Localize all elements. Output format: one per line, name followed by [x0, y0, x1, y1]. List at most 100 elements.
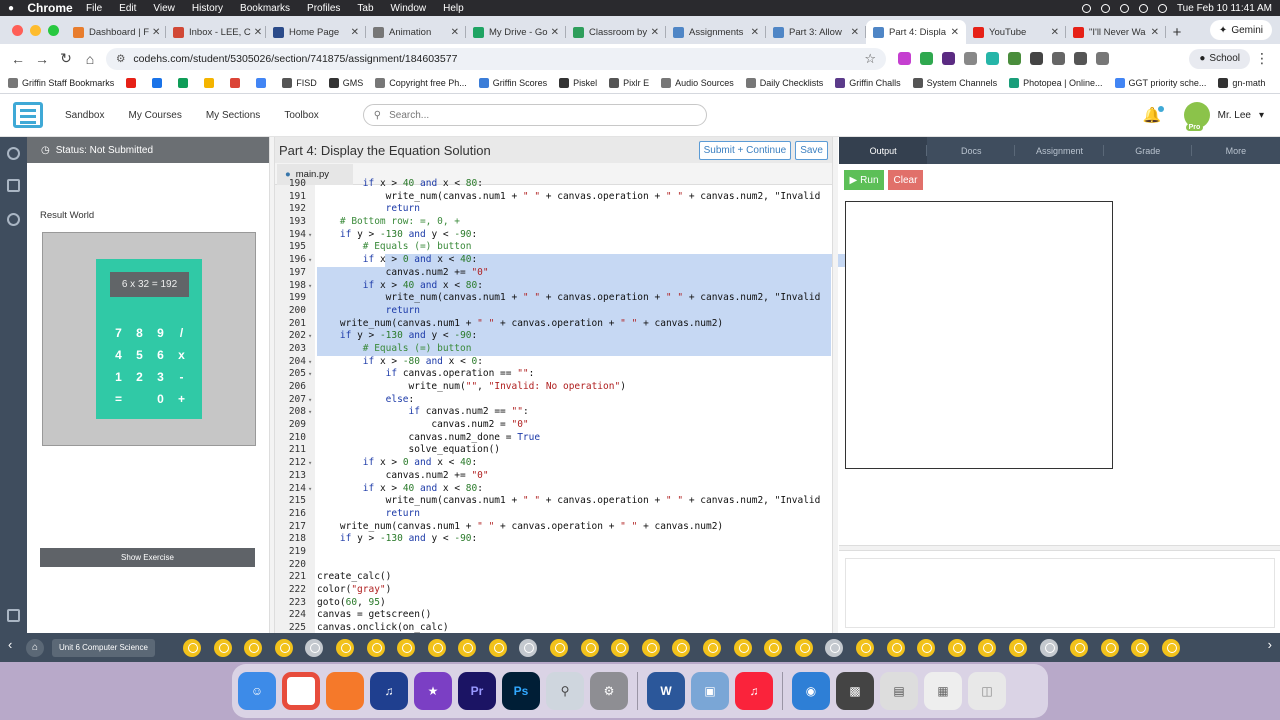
code-line[interactable]: 219 — [275, 546, 838, 559]
apple-icon[interactable]: ● — [8, 2, 15, 14]
lightbulb-icon[interactable] — [856, 638, 874, 657]
code-line[interactable]: 215 write_num(canvas.num1 + " " + canvas… — [275, 495, 838, 508]
bookmark-star-icon[interactable]: ☆ — [864, 50, 876, 66]
code-line[interactable]: 208▾ if canvas.num2 == "": — [275, 406, 838, 419]
close-tab-icon[interactable]: ✕ — [1150, 26, 1159, 38]
extension-icon[interactable] — [942, 52, 955, 65]
bookmark-item[interactable]: Piskel — [559, 78, 597, 88]
blender-icon[interactable] — [326, 672, 364, 710]
tab-7[interactable]: Part 3: Allow✕ — [766, 20, 866, 44]
lightbulb-icon[interactable] — [213, 638, 232, 657]
audacity-icon[interactable]: ♫ — [370, 672, 408, 710]
show-exercise-button[interactable]: Show Exercise — [40, 548, 255, 567]
imovie-icon[interactable]: ★ — [414, 672, 452, 710]
code-line[interactable]: 194▾ if y > -130 and y < -90: — [275, 229, 838, 242]
code-line[interactable]: 220 — [275, 559, 838, 572]
menu-history[interactable]: History — [191, 2, 224, 14]
preview-icon[interactable]: ▣ — [691, 672, 729, 710]
bookmark-item[interactable] — [204, 78, 218, 88]
extension-icon[interactable] — [986, 52, 999, 65]
tab-5[interactable]: Classroom by✕ — [566, 20, 666, 44]
bookmark-item[interactable]: Audio Sources — [661, 78, 734, 88]
code-line[interactable]: 214▾ if x > 40 and x < 80: — [275, 483, 838, 496]
bookmark-item[interactable]: Daily Checklists — [745, 78, 823, 88]
finder-icon[interactable]: ☺ — [238, 672, 276, 710]
code-line[interactable]: 193 # Bottom row: =, 0, + — [275, 216, 838, 229]
nav-sandbox[interactable]: Sandbox — [65, 109, 105, 121]
reload-icon[interactable]: ↻ — [60, 50, 72, 66]
tab-6[interactable]: Assignments✕ — [666, 20, 766, 44]
code-line[interactable]: 203 # Equals (=) button — [275, 342, 838, 356]
console-output[interactable] — [845, 558, 1275, 628]
lightbulb-icon[interactable] — [397, 638, 416, 657]
code-line[interactable]: 210 canvas.num2_done = True — [275, 432, 838, 445]
download-icon[interactable] — [1074, 52, 1087, 65]
lightbulb-icon[interactable] — [458, 638, 477, 657]
word-icon[interactable]: W — [647, 672, 685, 710]
fold-arrow-icon[interactable]: ▾ — [308, 395, 313, 404]
fold-arrow-icon[interactable]: ▾ — [308, 408, 313, 417]
codehs-logo[interactable] — [13, 102, 43, 128]
nav-my-courses[interactable]: My Courses — [128, 109, 182, 121]
code-line[interactable]: 202▾ if y > -130 and y < -90: — [275, 330, 838, 343]
code-line[interactable]: 206 write_num("", "Invalid: No operation… — [275, 381, 838, 394]
panel-resizer[interactable] — [832, 137, 838, 633]
close-tab-icon[interactable]: ✕ — [950, 26, 959, 38]
assignment-icon[interactable] — [7, 147, 20, 160]
close-tab-icon[interactable]: ✕ — [750, 26, 759, 38]
fold-arrow-icon[interactable]: ▾ — [308, 370, 313, 379]
file-tab-main[interactable]: ●main.py — [277, 164, 353, 185]
lightbulb-icon[interactable] — [703, 638, 722, 657]
code-line[interactable]: 190 if x > 40 and x < 80: — [275, 178, 838, 191]
lightbulb-icon[interactable] — [672, 638, 691, 657]
tab-4[interactable]: My Drive - Go✕ — [466, 20, 566, 44]
run-button[interactable]: ▶Run — [844, 170, 884, 190]
chevron-right-icon[interactable]: › — [1267, 637, 1272, 652]
lightbulb-icon[interactable] — [1100, 638, 1119, 657]
save-button[interactable]: Save — [795, 140, 828, 160]
code-line[interactable]: 212▾ if x > 0 and x < 40: — [275, 457, 838, 470]
bookmark-item[interactable] — [230, 78, 244, 88]
nav-my-sections[interactable]: My Sections — [205, 109, 261, 121]
quicktime-icon[interactable]: ⚲ — [546, 672, 584, 710]
menu-profiles[interactable]: Profiles — [307, 2, 341, 14]
tab-10[interactable]: "I'll Never Wa✕ — [1066, 20, 1166, 44]
menu-tab[interactable]: Tab — [357, 2, 374, 14]
code-editor[interactable]: 190 if x > 40 and x < 80:191 write_num(c… — [275, 178, 899, 635]
close-tab-icon[interactable]: ✕ — [450, 26, 459, 38]
bookmark-item[interactable]: gn-math — [1218, 78, 1265, 88]
code-line[interactable]: 218 if y > -130 and y < -90: — [275, 533, 838, 546]
lightbulb-icon[interactable] — [427, 638, 446, 657]
code-line[interactable]: 195 # Equals (=) button — [275, 241, 838, 254]
close-tab-icon[interactable]: ✕ — [350, 26, 359, 38]
panel-resizer[interactable] — [269, 137, 275, 633]
wifi-icon[interactable] — [1119, 3, 1129, 13]
menu-edit[interactable]: Edit — [119, 2, 137, 14]
menubar-datetime[interactable]: Tue Feb 10 11:41 AM — [1176, 2, 1272, 14]
status-icon[interactable] — [1100, 3, 1110, 13]
trash-icon[interactable]: ◫ — [968, 672, 1006, 710]
tab-0[interactable]: Dashboard | F✕ — [66, 20, 166, 44]
close-window-button[interactable] — [12, 25, 23, 36]
bookmark-item[interactable]: Griffin Staff Bookmarks — [8, 78, 114, 88]
fold-arrow-icon[interactable]: ▾ — [308, 256, 313, 265]
premiere-icon[interactable]: Pr — [458, 672, 496, 710]
globe-icon[interactable]: ◉ — [792, 672, 830, 710]
code-line[interactable]: 217 write_num(canvas.num1 + " " + canvas… — [275, 521, 838, 534]
control-center-icon[interactable] — [1157, 3, 1167, 13]
display-icon[interactable]: ▩ — [836, 672, 874, 710]
menu-window[interactable]: Window — [390, 2, 427, 14]
lightbulb-icon[interactable] — [1008, 638, 1027, 657]
tab-search-icon[interactable] — [1052, 52, 1065, 65]
tab-8[interactable]: Part 4: Displa✕ — [866, 20, 966, 44]
home-icon[interactable]: ⌂ — [85, 50, 95, 67]
fold-arrow-icon[interactable]: ▾ — [308, 459, 313, 468]
lightbulb-icon[interactable] — [1161, 638, 1180, 657]
bookmark-item[interactable] — [178, 78, 192, 88]
course-home-icon[interactable]: ⌂ — [26, 638, 44, 657]
lightbulb-icon[interactable] — [274, 638, 293, 657]
bookmark-item[interactable] — [126, 78, 140, 88]
